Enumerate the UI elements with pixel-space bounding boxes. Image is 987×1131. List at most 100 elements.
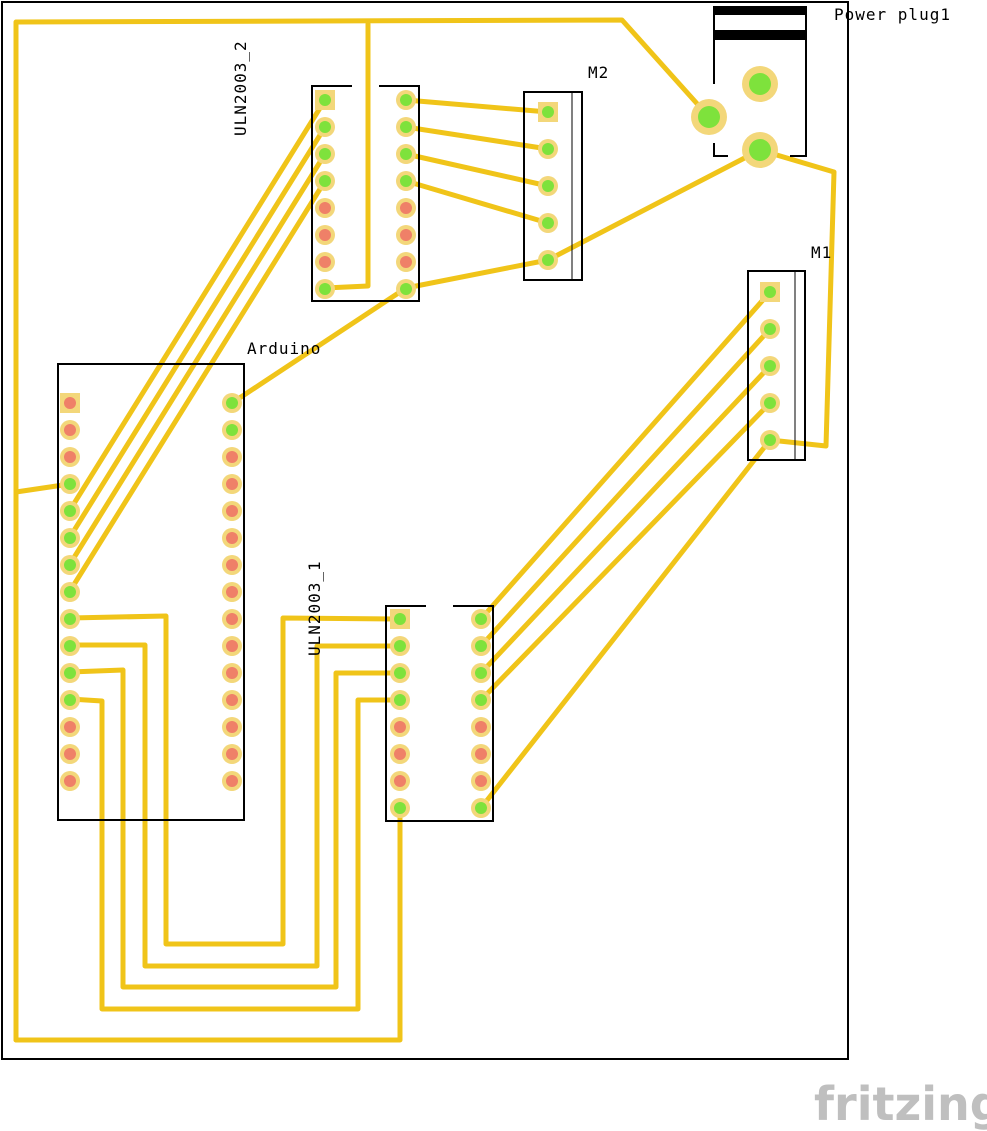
power-plug-pin-2 xyxy=(742,66,778,102)
trace-in2-top xyxy=(67,124,328,540)
trace-uln2-vcc xyxy=(229,285,409,406)
arduino-pin-left-10 xyxy=(60,636,80,656)
arduino-pin-right-1 xyxy=(222,393,242,413)
arduino-pin-left-3 xyxy=(60,447,80,467)
fritzing-logo: fritzing xyxy=(814,1077,987,1131)
uln2003-2-pin-right-6 xyxy=(396,225,416,245)
trace-in1-bottom xyxy=(67,613,403,947)
arduino-pin-right-4 xyxy=(222,474,242,494)
arduino-pin-left-6 xyxy=(60,528,80,548)
m2-pin-5 xyxy=(538,250,558,270)
m2-pin-4 xyxy=(538,213,558,233)
m1-label: M1 xyxy=(811,243,832,262)
uln2003-2-pin-right-7 xyxy=(396,252,416,272)
uln2003-2-pin-left-2 xyxy=(315,117,335,137)
uln2003-2-pin-right-3 xyxy=(396,144,416,164)
arduino-pin-left-8 xyxy=(60,582,80,602)
arduino-pin-left-12 xyxy=(60,690,80,710)
arduino-pin-right-14 xyxy=(222,744,242,764)
arduino-pin-left-2 xyxy=(60,420,80,440)
trace-vcc-m1 xyxy=(757,147,837,449)
arduino-pin-left-5 xyxy=(60,501,80,521)
traces xyxy=(13,17,837,1043)
uln2003-2-pin-right-4 xyxy=(396,171,416,191)
m1-pin-2 xyxy=(760,319,780,339)
arduino-pin-left-7 xyxy=(60,555,80,575)
trace-in3-top xyxy=(67,151,328,567)
trace-ground-loop xyxy=(13,17,712,1043)
uln2003-2-pin-left-3 xyxy=(315,144,335,164)
uln2003-1-pin-right-5 xyxy=(471,717,491,737)
uln2003-1-pin-right-1 xyxy=(471,609,491,629)
trace-m1-e xyxy=(478,437,773,811)
m2-pin-1 xyxy=(538,102,558,122)
trace-m1-a xyxy=(478,289,773,622)
arduino-pin-right-11 xyxy=(222,663,242,683)
uln2003-2-pin-left-4 xyxy=(315,171,335,191)
m2-label: M2 xyxy=(588,63,609,82)
trace-in1-top xyxy=(67,97,328,513)
trace-in4-bottom xyxy=(67,696,403,1012)
uln2003-2-pin-left-6 xyxy=(315,225,335,245)
uln2003-2-pin-left-7 xyxy=(315,252,335,272)
uln2003-1-pin-left-4 xyxy=(390,690,410,710)
m2-footprint xyxy=(523,91,583,281)
uln2003-1-pin-left-1 xyxy=(390,609,410,629)
arduino-pin-left-9 xyxy=(60,609,80,629)
arduino-pin-right-13 xyxy=(222,717,242,737)
uln2003-1-pin-right-3 xyxy=(471,663,491,683)
power-plug-footprint xyxy=(713,6,807,157)
uln2003-1-pin-left-7 xyxy=(390,771,410,791)
arduino-pin-right-8 xyxy=(222,582,242,602)
arduino-pin-left-15 xyxy=(60,771,80,791)
uln2003-2-pin-right-1 xyxy=(396,90,416,110)
power-plug-pin-1 xyxy=(691,99,727,135)
arduino-pin-right-5 xyxy=(222,501,242,521)
uln2003-2-footprint xyxy=(311,85,420,302)
arduino-pin-right-15 xyxy=(222,771,242,791)
m1-pin-3 xyxy=(760,356,780,376)
trace-uln2-gnd xyxy=(322,21,371,291)
arduino-pin-left-4 xyxy=(60,474,80,494)
uln2003-1-pin-left-8 xyxy=(390,798,410,818)
uln2003-1-pin-right-7 xyxy=(471,771,491,791)
m1-footprint xyxy=(747,270,806,461)
uln2003-2-pin-right-8 xyxy=(396,279,416,299)
uln2003-1-label: ULN2003_1 xyxy=(305,560,324,656)
arduino-pin-left-1 xyxy=(60,393,80,413)
trace-m1-d xyxy=(478,400,773,703)
uln2003-1-pin-right-4 xyxy=(471,690,491,710)
arduino-pin-right-7 xyxy=(222,555,242,575)
uln2003-1-pin-left-3 xyxy=(390,663,410,683)
trace-m1-c xyxy=(478,363,773,676)
uln2003-2-pin-left-5 xyxy=(315,198,335,218)
arduino-pin-right-9 xyxy=(222,609,242,629)
uln2003-2-pin-left-1 xyxy=(315,90,335,110)
arduino-pin-right-3 xyxy=(222,447,242,467)
trace-m1-b xyxy=(478,326,773,649)
m2-pin-3 xyxy=(538,176,558,196)
uln2003-1-pin-right-2 xyxy=(471,636,491,656)
m1-pin-1 xyxy=(760,282,780,302)
trace-in4-top xyxy=(67,178,328,594)
m1-pin-5 xyxy=(760,430,780,450)
trace-gnd-bottom xyxy=(13,805,403,1043)
uln2003-2-pin-left-8 xyxy=(315,279,335,299)
arduino-pin-left-13 xyxy=(60,717,80,737)
pads xyxy=(60,66,780,818)
arduino-pin-right-10 xyxy=(222,636,242,656)
power-plug-pin-3 xyxy=(742,132,778,168)
m1-pin-4 xyxy=(760,393,780,413)
arduino-pin-right-6 xyxy=(222,528,242,548)
power-plug-label: Power plug1 xyxy=(834,5,951,24)
trace-in3-bottom xyxy=(67,667,403,990)
uln2003-1-pin-left-5 xyxy=(390,717,410,737)
uln2003-1-footprint xyxy=(385,605,494,822)
arduino-pin-right-2 xyxy=(222,420,242,440)
uln2003-2-pin-right-2 xyxy=(396,117,416,137)
trace-in2-bottom xyxy=(67,642,403,969)
uln2003-1-pin-right-8 xyxy=(471,798,491,818)
arduino-pin-left-11 xyxy=(60,663,80,683)
arduino-footprint xyxy=(57,363,245,821)
